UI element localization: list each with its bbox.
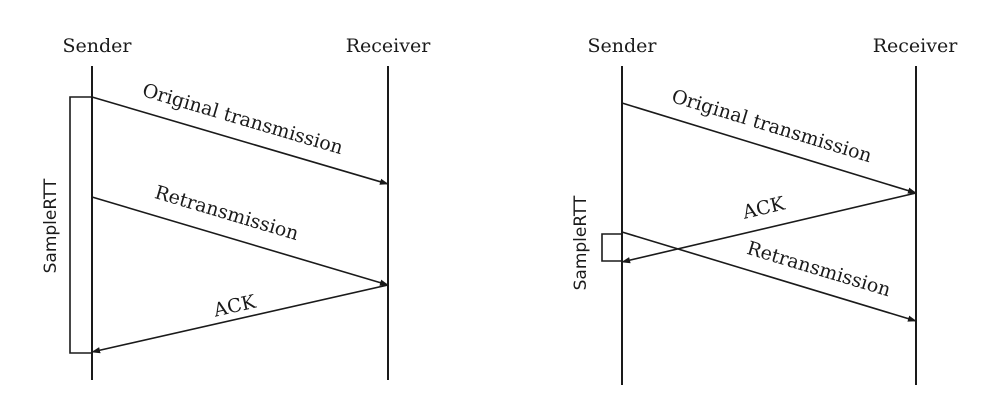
right-ack-label: ACK <box>739 192 787 224</box>
right-retransmission-arrow <box>621 231 917 322</box>
left-sample-rtt-label: SampleRTT <box>41 178 61 273</box>
right-original-transmission-arrow <box>621 102 917 194</box>
left-sender-label: Sender <box>63 35 133 57</box>
right-ack-arrow <box>621 192 917 264</box>
right-diagram: Sender Receiver Original transmission AC… <box>571 35 958 385</box>
left-receiver-label: Receiver <box>346 35 431 57</box>
right-receiver-label: Receiver <box>873 35 958 57</box>
left-original-transmission-arrow <box>91 96 389 185</box>
left-retransmission-label: Retransmission <box>152 181 301 245</box>
left-ack-arrow <box>91 284 389 354</box>
right-sender-label: Sender <box>588 35 658 57</box>
right-sample-rtt-label: SampleRTT <box>571 195 591 290</box>
left-ack-label: ACK <box>211 291 259 322</box>
left-retransmission-arrow <box>91 196 389 286</box>
right-sample-rtt-bracket <box>601 233 622 262</box>
left-sample-rtt-bracket <box>69 96 92 354</box>
left-diagram: Sender Receiver Original transmission Re… <box>41 35 431 380</box>
left-original-transmission-label: Original transmission <box>140 79 346 159</box>
